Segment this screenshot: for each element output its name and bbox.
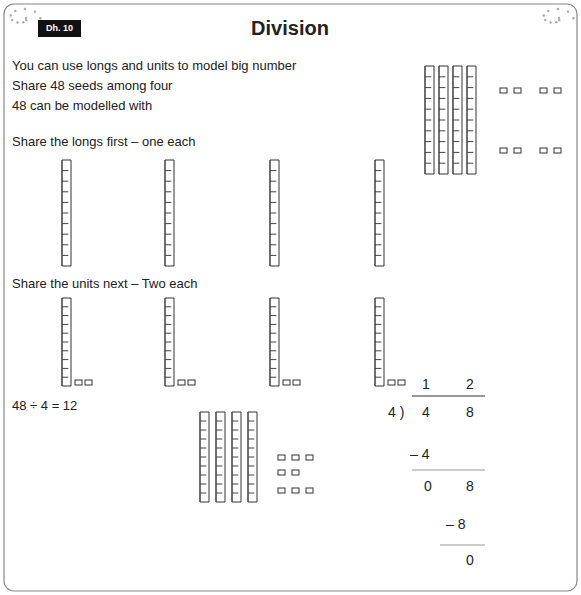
unit-block	[292, 455, 299, 460]
chapter-badge: Dh. 10	[38, 20, 81, 37]
long-block	[439, 66, 448, 174]
unit-block	[292, 470, 299, 475]
unit-block	[540, 88, 547, 93]
long-division-digit: 0	[424, 478, 432, 494]
page-title: Division	[251, 16, 329, 40]
unit-block	[500, 88, 507, 93]
long-block	[62, 160, 71, 266]
unit-block	[306, 488, 313, 493]
division-bar	[412, 396, 485, 397]
corner-decoration	[543, 8, 575, 24]
long-division-digit: – 8	[446, 516, 465, 532]
long-division-digit: 4	[422, 404, 430, 420]
long-division-digit: – 4	[410, 446, 429, 462]
long-block	[165, 298, 174, 386]
unit-block	[278, 455, 285, 460]
subtraction-line	[440, 545, 485, 546]
unit-block	[85, 380, 92, 385]
unit-block	[554, 148, 561, 153]
long-block	[62, 298, 71, 386]
long-division-digit: 8	[466, 404, 474, 420]
long-block	[232, 412, 241, 502]
corner-decoration	[10, 8, 42, 24]
unit-block	[554, 88, 561, 93]
long-block	[216, 412, 225, 502]
long-block	[375, 298, 384, 386]
long-division-digit: 1	[422, 376, 430, 392]
page-border	[4, 4, 577, 591]
long-division-digit: 4 )	[388, 404, 404, 420]
unit-block	[514, 148, 521, 153]
unit-block	[540, 148, 547, 153]
unit-block	[398, 380, 405, 385]
long-block	[248, 412, 257, 502]
body-text: Share the longs first – one each	[12, 134, 196, 150]
body-text: 48 ÷ 4 = 12	[12, 398, 77, 414]
body-text: Share 48 seeds among four	[12, 78, 172, 94]
unit-block	[188, 380, 195, 385]
long-block	[425, 66, 434, 174]
unit-block	[514, 88, 521, 93]
long-division-digit: 2	[466, 376, 474, 392]
subtraction-line	[412, 470, 485, 471]
long-block	[453, 66, 462, 174]
long-division-digit: 8	[466, 478, 474, 494]
long-block	[467, 66, 476, 174]
unit-block	[292, 488, 299, 493]
unit-block	[283, 380, 290, 385]
unit-block	[278, 488, 285, 493]
unit-block	[278, 470, 285, 475]
unit-block	[500, 148, 507, 153]
unit-block	[75, 380, 82, 385]
body-text: 48 can be modelled with	[12, 98, 152, 114]
long-block	[165, 160, 174, 266]
long-block	[270, 160, 279, 266]
unit-block	[388, 380, 395, 385]
unit-block	[293, 380, 300, 385]
body-text: Share the units next – Two each	[12, 276, 198, 292]
unit-block	[178, 380, 185, 385]
body-text: You can use longs and units to model big…	[12, 58, 296, 74]
unit-block	[306, 455, 313, 460]
badge-text: Dh. 10	[46, 22, 73, 35]
long-block	[375, 160, 384, 266]
long-block	[200, 412, 209, 502]
long-block	[270, 298, 279, 386]
long-division-digit: 0	[466, 552, 474, 568]
